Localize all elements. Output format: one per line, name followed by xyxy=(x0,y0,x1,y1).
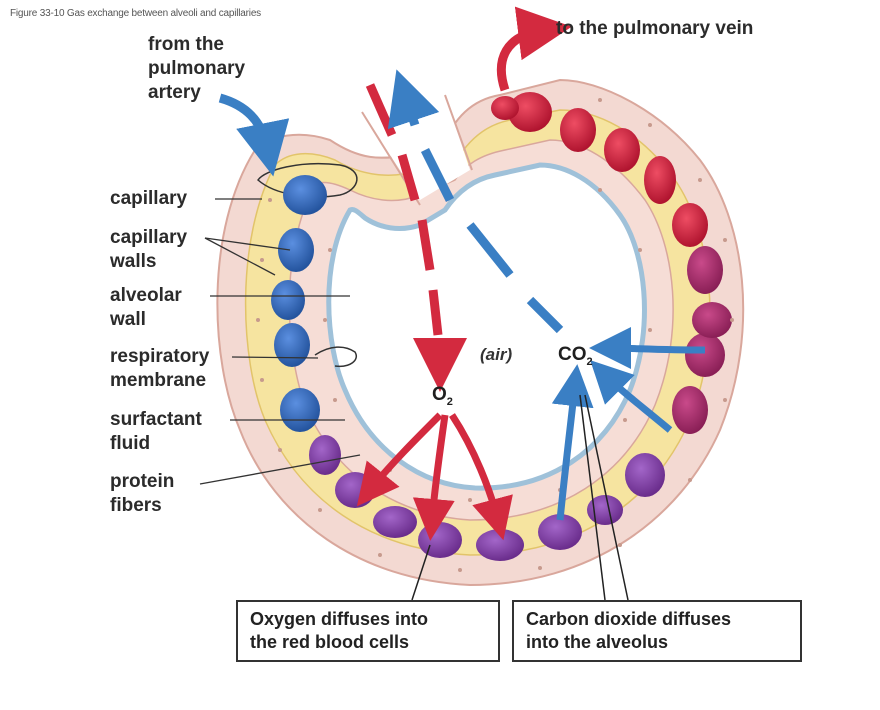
o2-arrow-center xyxy=(412,414,455,541)
rbc-blue-3 xyxy=(271,280,305,320)
label-pointers xyxy=(199,198,361,485)
respiratory-outline xyxy=(314,346,357,368)
co2-arrow-from-right-upper xyxy=(589,327,706,370)
co2-arrow-from-bottom xyxy=(551,364,594,521)
rbc-magenta-4 xyxy=(687,246,723,294)
label-surfactant-fluid: surfactant fluid xyxy=(110,409,202,454)
label-protein-fibers: protein fibers xyxy=(110,471,175,516)
label-co2: CO2 xyxy=(558,344,593,368)
rbc-purple-4 xyxy=(418,522,462,558)
label-air: (air) xyxy=(480,345,513,364)
rbc-red-2 xyxy=(644,156,676,204)
rbc-purple-3 xyxy=(373,506,417,538)
label-capillary: capillary xyxy=(110,188,188,209)
rbc-blue-1 xyxy=(283,175,327,215)
o2-arrow-left xyxy=(356,412,443,507)
rbc-purple-8 xyxy=(625,453,665,497)
rbc-magenta-3 xyxy=(692,302,732,338)
figure-caption: Figure 33-10 Gas exchange between alveol… xyxy=(10,8,261,19)
rbc-purple-5 xyxy=(476,529,524,561)
o2-arrow-right xyxy=(449,413,513,541)
rbc-red-1 xyxy=(672,203,708,247)
label-to-pulmonary-vein: to the pulmonary vein xyxy=(556,18,754,39)
rbc-purple-6 xyxy=(538,514,582,550)
rbc-red-3 xyxy=(604,128,640,172)
rbc-purple-2 xyxy=(335,472,375,508)
artery-inflow-arrow xyxy=(218,93,290,177)
vein-outflow-arrow xyxy=(496,6,572,92)
rbc-red-5 xyxy=(508,92,552,132)
callout-co2-diffusion: Carbon dioxide diffuses into the alveolu… xyxy=(512,600,802,662)
label-from-pulmonary-artery: from the pulmonary artery xyxy=(148,34,246,103)
callout-pointers xyxy=(411,394,629,601)
rbc-purple-1 xyxy=(309,435,341,475)
label-respiratory-membrane: respiratory membrane xyxy=(110,346,210,391)
rbc-magenta-2 xyxy=(685,333,725,377)
rbc-red-6 xyxy=(491,96,519,120)
rbc-blue-2 xyxy=(278,228,314,272)
rbc-magenta-1 xyxy=(672,386,708,434)
label-o2: O2 xyxy=(432,384,453,408)
rbc-blue-4 xyxy=(274,323,310,367)
co2-outflow-arrowhead xyxy=(387,69,440,130)
label-alveolar-wall: alveolar wall xyxy=(110,285,182,330)
co2-arrow-from-right-lower xyxy=(590,360,673,433)
wall-texture xyxy=(256,98,734,572)
callout-oxygen-diffusion: Oxygen diffuses into the red blood cells xyxy=(236,600,500,662)
rbc-red-4 xyxy=(560,108,596,152)
rbc-purple-7 xyxy=(587,495,623,525)
rbc-blue-5 xyxy=(280,388,320,432)
label-capillary-walls: capillary walls xyxy=(110,227,188,272)
co2-outflow-dashes xyxy=(420,147,564,334)
